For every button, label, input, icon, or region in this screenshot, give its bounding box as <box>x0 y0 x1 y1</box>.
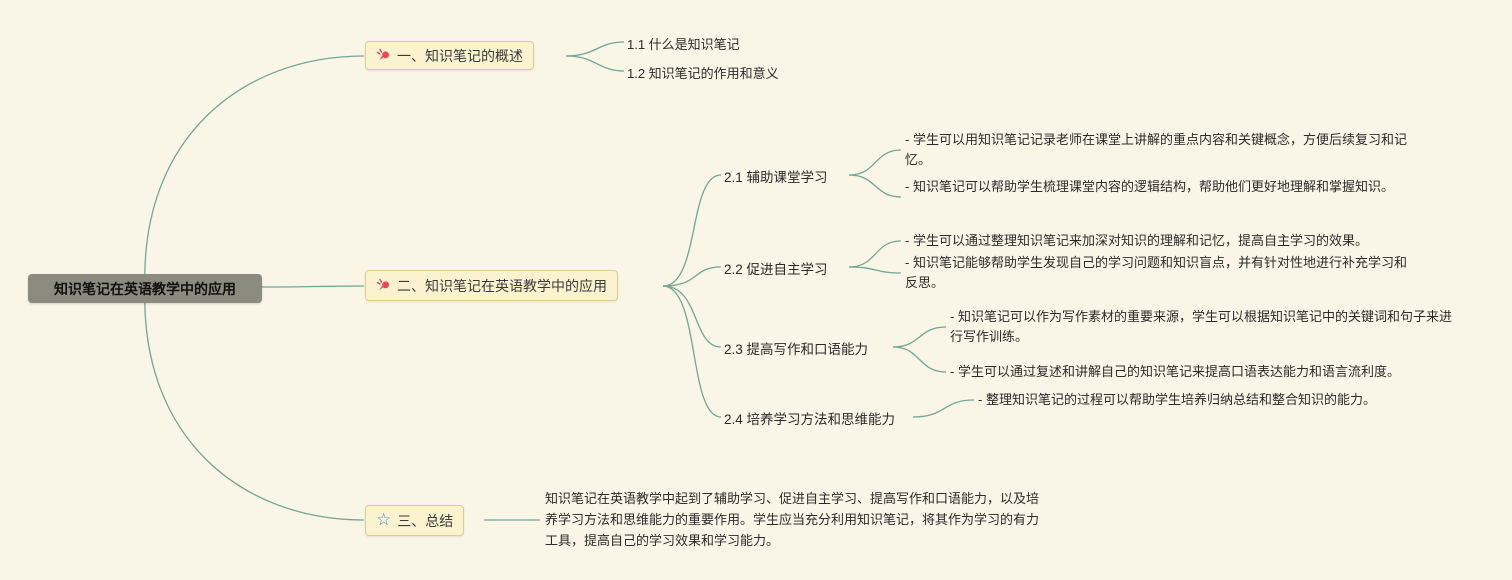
star-icon: ☆ <box>376 510 392 529</box>
detail-2-3-1[interactable]: - 知识笔记可以作为写作素材的重要来源，学生可以根据知识笔记中的关键词和句子来进… <box>950 309 1452 344</box>
detail-2-4-1[interactable]: - 整理知识笔记的过程可以帮助学生培养归纳总结和整合知识的能力。 <box>978 392 1376 407</box>
pin-icon <box>376 48 391 63</box>
subtopic-2-1[interactable]: 2.1 辅助课堂学习 <box>724 170 828 185</box>
summary-paragraph[interactable]: 知识笔记在英语教学中起到了辅助学习、促进自主学习、提高写作和口语能力，以及培养学… <box>545 491 1040 548</box>
detail-2-1-1[interactable]: - 学生可以用知识笔记记录老师在课堂上讲解的重点内容和关键概念，方便后续复习和记… <box>905 132 1407 167</box>
detail-2-1-2[interactable]: - 知识笔记可以帮助学生梳理课堂内容的逻辑结构，帮助他们更好地理解和掌握知识。 <box>905 179 1394 194</box>
branch-node-overview-label: 一、知识笔记的概述 <box>397 47 523 64</box>
child-1-2[interactable]: 1.2 知识笔记的作用和意义 <box>627 66 779 81</box>
branch-node-application-label: 二、知识笔记在英语教学中的应用 <box>397 277 607 294</box>
detail-2-2-1[interactable]: - 学生可以通过整理知识笔记来加深对知识的理解和记忆，提高自主学习的效果。 <box>905 233 1368 248</box>
subtopic-2-3[interactable]: 2.3 提高写作和口语能力 <box>724 342 869 357</box>
detail-2-2-2[interactable]: - 知识笔记能够帮助学生发现自己的学习问题和知识盲点，并有针对性地进行补充学习和… <box>905 255 1407 290</box>
branch-node-application[interactable]: 二、知识笔记在英语教学中的应用 <box>365 270 618 301</box>
root-node[interactable]: 知识笔记在英语教学中的应用 <box>28 274 262 303</box>
root-node-label: 知识笔记在英语教学中的应用 <box>54 280 236 297</box>
subtopic-2-2[interactable]: 2.2 促进自主学习 <box>724 262 828 277</box>
detail-2-3-2[interactable]: - 学生可以通过复述和讲解自己的知识笔记来提高口语表达能力和语言流利度。 <box>950 364 1400 379</box>
branch-node-summary[interactable]: ☆ 三、总结 <box>365 505 465 536</box>
child-1-1[interactable]: 1.1 什么是知识笔记 <box>627 37 740 52</box>
subtopic-2-4[interactable]: 2.4 培养学习方法和思维能力 <box>724 412 896 427</box>
branch-node-summary-label: 三、总结 <box>397 512 454 529</box>
pin-icon <box>376 278 391 293</box>
branch-node-overview[interactable]: 一、知识笔记的概述 <box>365 41 534 70</box>
